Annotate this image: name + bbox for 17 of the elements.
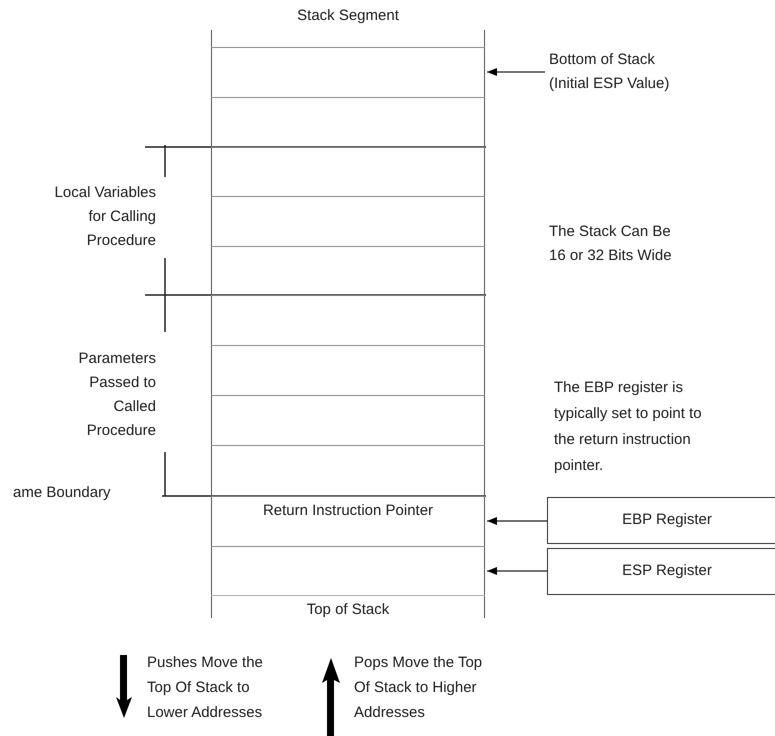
register-box: ESP Register <box>547 548 775 595</box>
arrow <box>486 567 548 575</box>
note-text: The EBP register is typically set to point to the return instruction pointer. <box>554 378 703 476</box>
direction-note: Pops Move the Top Of Stack to Higher Addresses <box>354 653 484 723</box>
boundary-label: ame Boundary <box>13 483 112 503</box>
side-label: Parameters Passed to Called Procedure <box>77 349 156 441</box>
direction-note: Pushes Move the Top Of Stack to Lower Addresses <box>147 653 264 723</box>
stack-slot <box>211 546 485 596</box>
column-heading: Stack Segment <box>296 6 400 26</box>
column-footer: Top of Stack <box>211 600 485 620</box>
side-label: Local Variables for Calling Procedure <box>54 183 156 251</box>
arrow <box>486 517 548 525</box>
pointer-text: Bottom of Stack (Initial ESP Value) <box>549 48 694 96</box>
register-box: EBP Register <box>547 497 775 544</box>
note-text: The Stack Can Be 16 or 32 Bits Wide <box>549 222 673 266</box>
slot-text: Return Instruction Pointer <box>262 501 434 520</box>
arrow <box>486 68 546 76</box>
